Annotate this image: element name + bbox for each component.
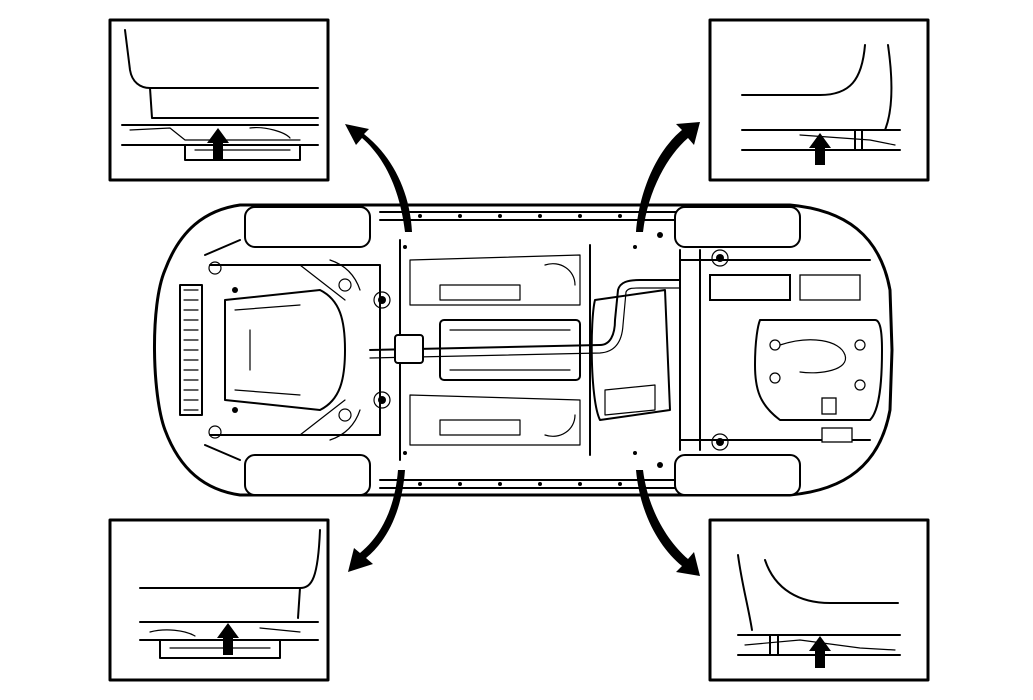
front-right-pointer-arrow xyxy=(348,470,405,572)
engine-oil-pan xyxy=(224,289,346,411)
rear-right-pointer-arrow xyxy=(636,470,700,576)
spare-tire-well xyxy=(754,319,883,421)
exhaust-pipe xyxy=(369,279,681,351)
rear-left-lift-arrow-icon xyxy=(809,133,831,165)
front-left-tire xyxy=(244,206,371,248)
lift-point-inset-front-left xyxy=(108,18,330,182)
lift-point-inset-front-right xyxy=(108,518,330,682)
rear-right-tire xyxy=(674,454,801,496)
rear-left-tire xyxy=(674,206,801,248)
lift-point-inset-rear-right xyxy=(708,518,930,682)
front-right-tire xyxy=(244,454,371,496)
vehicle-underbody xyxy=(153,203,894,497)
pointer-arrows xyxy=(345,122,700,576)
rear-muffler xyxy=(709,274,791,301)
front-left-pointer-arrow xyxy=(345,124,412,232)
body-outline xyxy=(153,203,894,497)
front-left-lift-arrow-icon xyxy=(207,128,229,160)
front-right-lift-arrow-icon xyxy=(217,623,239,655)
fuel-tank xyxy=(590,289,671,421)
lift-point-inset-rear-left xyxy=(708,18,930,182)
rear-right-lift-arrow-icon xyxy=(809,636,831,668)
rear-left-pointer-arrow xyxy=(636,122,700,232)
catalytic-converter xyxy=(394,334,424,364)
